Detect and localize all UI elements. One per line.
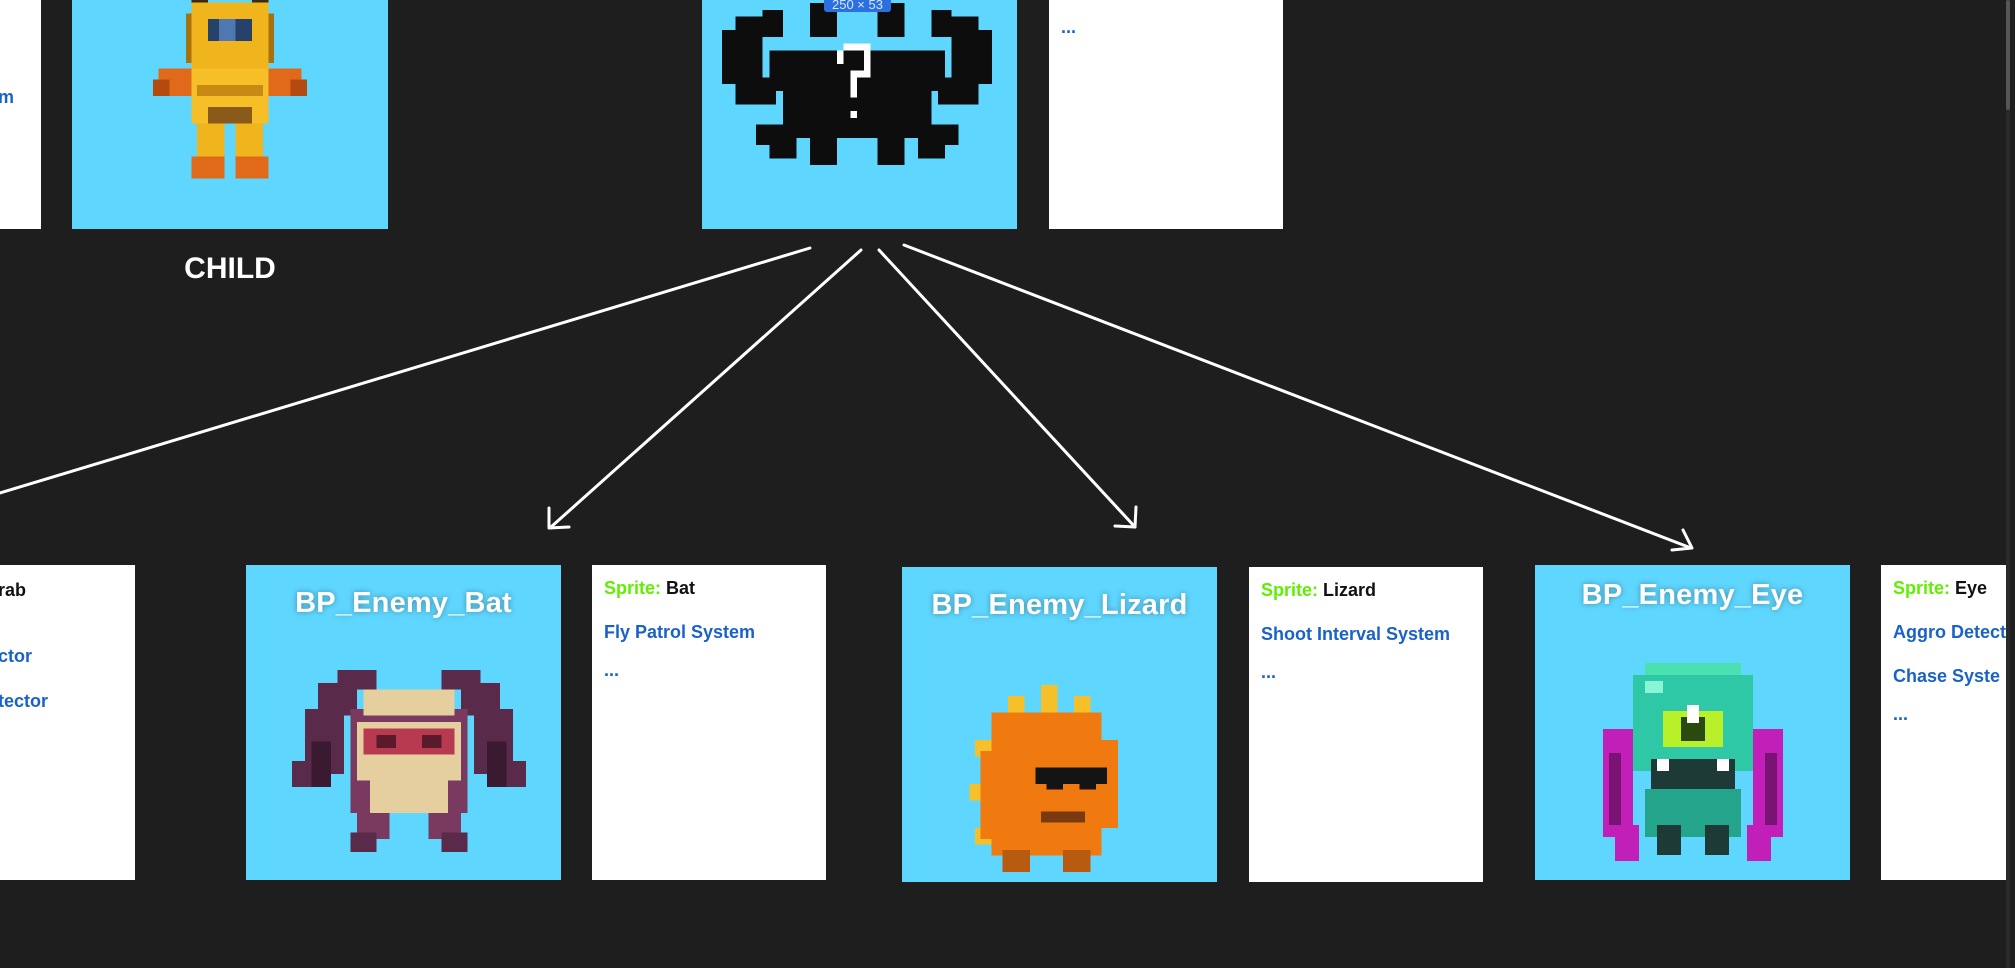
eye-monster-sprite-icon — [1603, 663, 1783, 861]
enemy-tile-lizard[interactable]: BP_Enemy_Lizard — [902, 567, 1217, 882]
child-label: CHILD — [184, 252, 276, 285]
arrow-icon — [1670, 528, 1694, 552]
sprite-label: Sprite: — [1261, 580, 1319, 600]
enemy-info-card-crab[interactable]: rab ctor tector — [0, 565, 135, 880]
sprite-line: Sprite: Bat — [604, 577, 826, 599]
enemy-info-card-bat[interactable]: Sprite: Bat Fly Patrol System ... — [592, 565, 826, 880]
lizard-sprite-icon — [969, 685, 1118, 872]
sprite-name: Lizard — [1323, 580, 1377, 600]
parent-info-ellipsis: ... — [1061, 17, 1077, 37]
system-item: Chase Syste — [1893, 666, 2001, 686]
mystery-crab-icon — [722, 3, 992, 165]
sprite-name: Bat — [666, 578, 696, 598]
enemy-info-card-eye[interactable]: Sprite: Eye Aggro Detect Chase Syste ... — [1881, 565, 2006, 880]
sprite-label: Sprite: — [604, 578, 662, 598]
arrow-to-eye — [902, 243, 1693, 550]
dimension-badge: 250 × 53 — [824, 0, 891, 12]
sprite-line: Sprite: Lizard — [1261, 579, 1483, 601]
enemy-title: BP_Enemy_Bat — [295, 587, 512, 619]
arrow-to-lizard — [877, 248, 1137, 529]
sprite-line: Sprite: Eye — [1893, 577, 2006, 599]
parent-info-partial-text: m — [0, 87, 15, 107]
vertical-scrollbar[interactable] — [2006, 0, 2010, 968]
system-item: Fly Patrol System — [604, 622, 756, 642]
sprite-label: Sprite: — [1893, 578, 1951, 598]
parent-info-card[interactable]: ... — [1049, 0, 1283, 229]
scrollbar-thumb[interactable] — [2006, 0, 2010, 110]
system-item: ctor — [0, 646, 33, 666]
bat-sprite-icon — [292, 670, 526, 852]
info-ellipsis: ... — [1261, 662, 1277, 682]
enemy-tile-bat[interactable]: BP_Enemy_Bat — [246, 565, 561, 880]
enemy-title: BP_Enemy_Eye — [1581, 579, 1804, 611]
arrow-icon — [1113, 505, 1138, 529]
sprite-name: Eye — [1955, 578, 1988, 598]
arrow-to-crab — [0, 246, 812, 495]
knight-sprite-icon — [153, 0, 307, 179]
system-item: Shoot Interval System — [1261, 624, 1451, 644]
parent-info-card-left[interactable]: m — [0, 0, 41, 229]
child-knight-tile[interactable] — [72, 0, 388, 229]
info-ellipsis: ... — [604, 660, 620, 680]
enemy-title: BP_Enemy_Lizard — [931, 589, 1188, 621]
system-item: Aggro Detect — [1893, 622, 2006, 642]
info-ellipsis: ... — [1893, 704, 1909, 724]
sprite-name: rab — [0, 580, 27, 600]
enemy-tile-eye[interactable]: BP_Enemy_Eye — [1535, 565, 1850, 880]
arrow-icon — [547, 506, 571, 530]
system-item: tector — [0, 691, 49, 711]
enemy-info-card-lizard[interactable]: Sprite: Lizard Shoot Interval System ... — [1249, 567, 1483, 882]
arrow-to-bat — [549, 248, 863, 529]
parent-enemy-tile[interactable] — [702, 0, 1017, 229]
